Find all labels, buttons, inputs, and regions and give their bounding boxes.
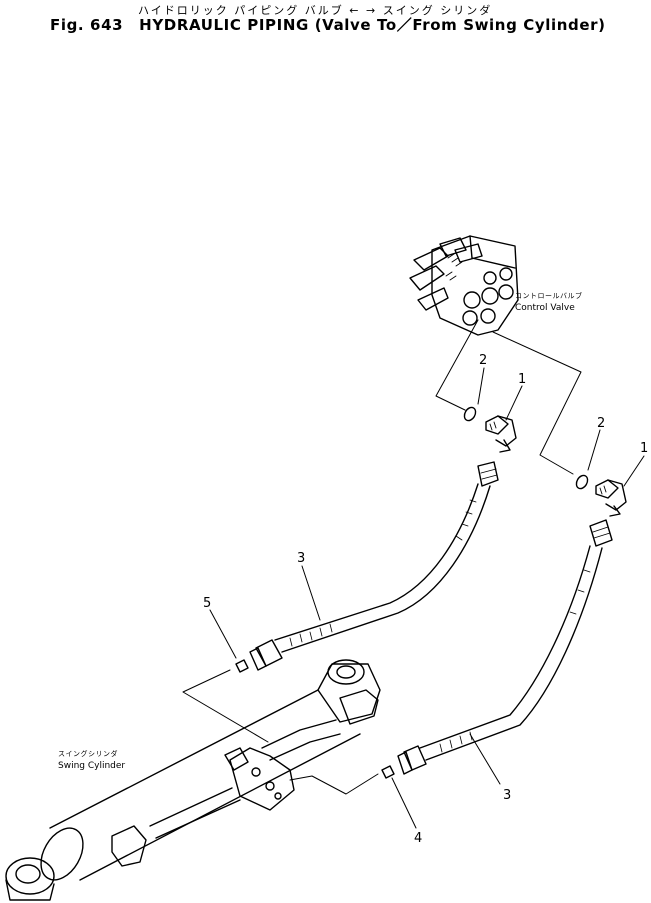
plug-lower	[381, 765, 395, 779]
elbow-fitting-upper	[485, 415, 517, 453]
callout-plug-lower: 4	[414, 831, 422, 846]
hose-right	[397, 519, 613, 775]
figure-caption: HYDRAULIC PIPING (Valve To／From Swing Cy…	[139, 16, 606, 34]
control-valve	[409, 235, 519, 336]
control-valve-label-jp: コントロールバルブ	[515, 291, 583, 300]
callout-hose-left: 3	[297, 551, 305, 566]
callout-plug-left: 5	[203, 596, 211, 611]
elbow-fitting-right	[595, 479, 627, 517]
callouts	[209, 367, 645, 829]
valve-leader-lines	[435, 319, 582, 475]
callout-hose-right: 3	[503, 788, 511, 803]
swing-cylinder	[5, 659, 381, 901]
figure-header: ハイドロリック パイピング バルブ ← → スイング シリンダ Fig. 643…	[0, 0, 651, 40]
plug-left	[235, 659, 249, 673]
figure-number: Fig. 643	[50, 16, 124, 34]
callout-oring-upper: 2	[479, 353, 487, 368]
callout-oring-right: 2	[597, 416, 605, 431]
japanese-title: ハイドロリック パイピング バルブ ← → スイング シリンダ	[138, 4, 493, 17]
figure-title: Fig. 643 HYDRAULIC PIPING (Valve To／From …	[50, 14, 622, 35]
swing-cylinder-label-jp: スイングシリンダ	[58, 749, 118, 758]
oring-right	[575, 474, 589, 490]
oring-upper	[463, 406, 477, 422]
control-valve-label-en: Control Valve	[515, 303, 575, 313]
swing-cylinder-label-en: Swing Cylinder	[58, 761, 125, 771]
cylinder-leader-lines	[182, 669, 379, 795]
hose-left	[249, 461, 499, 671]
callout-elbow-right: 1	[640, 441, 648, 456]
callout-elbow-upper: 1	[518, 372, 526, 387]
